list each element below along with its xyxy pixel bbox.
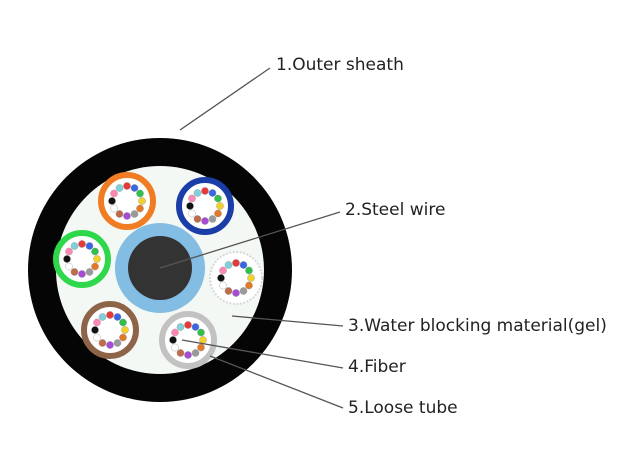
fiber	[85, 242, 94, 250]
loose-tube	[98, 172, 156, 230]
fiber	[63, 255, 71, 263]
fiber	[245, 266, 253, 275]
fiber	[199, 336, 207, 344]
fiber	[110, 204, 118, 213]
fiber	[191, 349, 200, 357]
fiber	[70, 242, 79, 250]
fiber	[219, 281, 227, 290]
fiber	[188, 194, 196, 203]
fiber	[91, 262, 99, 271]
fiber	[197, 343, 205, 352]
fiber	[78, 270, 86, 278]
loose-tube-wall	[159, 311, 217, 369]
fiber	[247, 274, 255, 282]
fiber	[121, 326, 129, 334]
loose-tube-wall	[98, 172, 156, 230]
fiber	[184, 321, 192, 329]
leader-line-fiber	[181, 339, 344, 369]
leader-line-outer-sheath	[179, 67, 271, 131]
fiber	[193, 189, 202, 197]
leader-line-steel-wire	[159, 211, 341, 269]
fiber	[186, 202, 194, 210]
fiber	[130, 210, 139, 218]
fiber	[108, 197, 116, 205]
fiber	[123, 182, 131, 190]
fiber	[106, 341, 114, 349]
fiber	[93, 333, 101, 342]
fiber	[113, 313, 122, 321]
fiber	[214, 209, 222, 218]
fiber	[224, 287, 233, 295]
fiber	[85, 268, 94, 276]
fiber	[78, 240, 86, 248]
fiber	[93, 318, 101, 327]
fiber	[239, 287, 248, 295]
fiber	[193, 215, 202, 223]
label-steel-wire: 2.Steel wire	[345, 200, 446, 220]
loose-tube-wall	[209, 251, 263, 305]
fiber	[191, 323, 200, 331]
fiber	[98, 313, 107, 321]
fiber	[176, 323, 185, 331]
fiber	[232, 259, 240, 267]
fiber	[93, 255, 101, 263]
fiber	[171, 343, 179, 352]
fiber	[65, 262, 73, 271]
fiber	[245, 281, 253, 290]
label-water-blocking-material: 3.Water blocking material(gel)	[348, 316, 607, 336]
loose-tube	[53, 230, 111, 288]
fiber	[208, 189, 217, 197]
fiber	[214, 194, 222, 203]
fiber	[115, 210, 124, 218]
fiber	[171, 328, 179, 337]
fiber	[119, 333, 127, 342]
loose-tube	[209, 251, 263, 305]
fiber	[201, 187, 209, 195]
fiber	[217, 274, 225, 282]
fiber	[91, 326, 99, 334]
fiber	[169, 336, 177, 344]
fiber	[239, 261, 248, 269]
fiber	[216, 202, 224, 210]
fiber	[201, 217, 209, 225]
leader-line-water-blocking	[231, 315, 344, 327]
fiber	[115, 184, 124, 192]
fiber	[138, 197, 146, 205]
fiber	[224, 261, 233, 269]
label-outer-sheath: 1.Outer sheath	[276, 55, 404, 75]
loose-tube-wall	[176, 177, 234, 235]
fiber	[184, 351, 192, 359]
fiber	[219, 266, 227, 275]
fiber	[119, 318, 127, 327]
label-fiber: 4.Fiber	[348, 357, 406, 377]
fiber	[188, 209, 196, 218]
loose-tubes-group	[53, 172, 263, 369]
fiber	[232, 289, 240, 297]
fiber	[136, 189, 144, 198]
fiber	[110, 189, 118, 198]
loose-tube	[159, 311, 217, 369]
loose-tube	[176, 177, 234, 235]
fiber	[130, 184, 139, 192]
loose-tube	[81, 301, 139, 359]
fiber	[176, 349, 185, 357]
fiber	[70, 268, 79, 276]
fiber	[65, 247, 73, 256]
fiber	[208, 215, 217, 223]
fiber	[91, 247, 99, 256]
leader-lines	[159, 67, 344, 409]
fiber	[136, 204, 144, 213]
fiber	[98, 339, 107, 347]
fiber	[106, 311, 114, 319]
leader-line-loose-tube	[209, 355, 344, 409]
label-loose-tube: 5.Loose tube	[348, 398, 458, 418]
loose-tube-wall	[53, 230, 111, 288]
fiber	[123, 212, 131, 220]
fiber	[113, 339, 122, 347]
loose-tube-wall	[81, 301, 139, 359]
fiber	[197, 328, 205, 337]
